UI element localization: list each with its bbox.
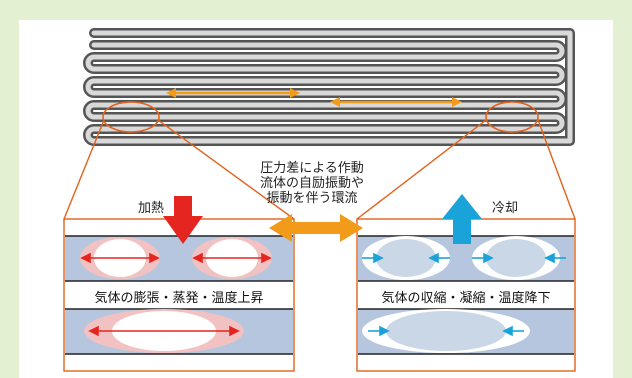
cooling-label: 冷却: [492, 200, 519, 215]
center-line-2: 流体の自励振動や: [259, 175, 364, 190]
callout-lines: [63, 119, 576, 220]
double-arrow-icon: [269, 214, 363, 242]
center-line-1: 圧力差による作動: [260, 160, 364, 175]
tube-flow-arrow-right: [330, 97, 462, 107]
cooling-detail-box: [356, 218, 576, 372]
heating-detail-box: [63, 218, 295, 372]
heating-process-text: 気体の膨張・蒸発・温度上昇: [94, 290, 264, 305]
serpentine-tube: [83, 28, 575, 146]
down-arrow-icon: [163, 196, 203, 244]
tube-flow-arrow-left: [166, 88, 300, 98]
heating-label: 加熱: [138, 200, 165, 215]
center-line-3: 振動を伴う環流: [266, 190, 358, 205]
cooling-process-text: 気体の収縮・凝縮・温度降下: [381, 290, 551, 305]
up-arrow-icon: [442, 194, 482, 244]
cooling-zone-callout: [485, 101, 539, 133]
circulation-description: 圧力差による作動 流体の自励振動や 振動を伴う環流: [248, 160, 376, 205]
heating-zone-callout: [102, 101, 160, 133]
